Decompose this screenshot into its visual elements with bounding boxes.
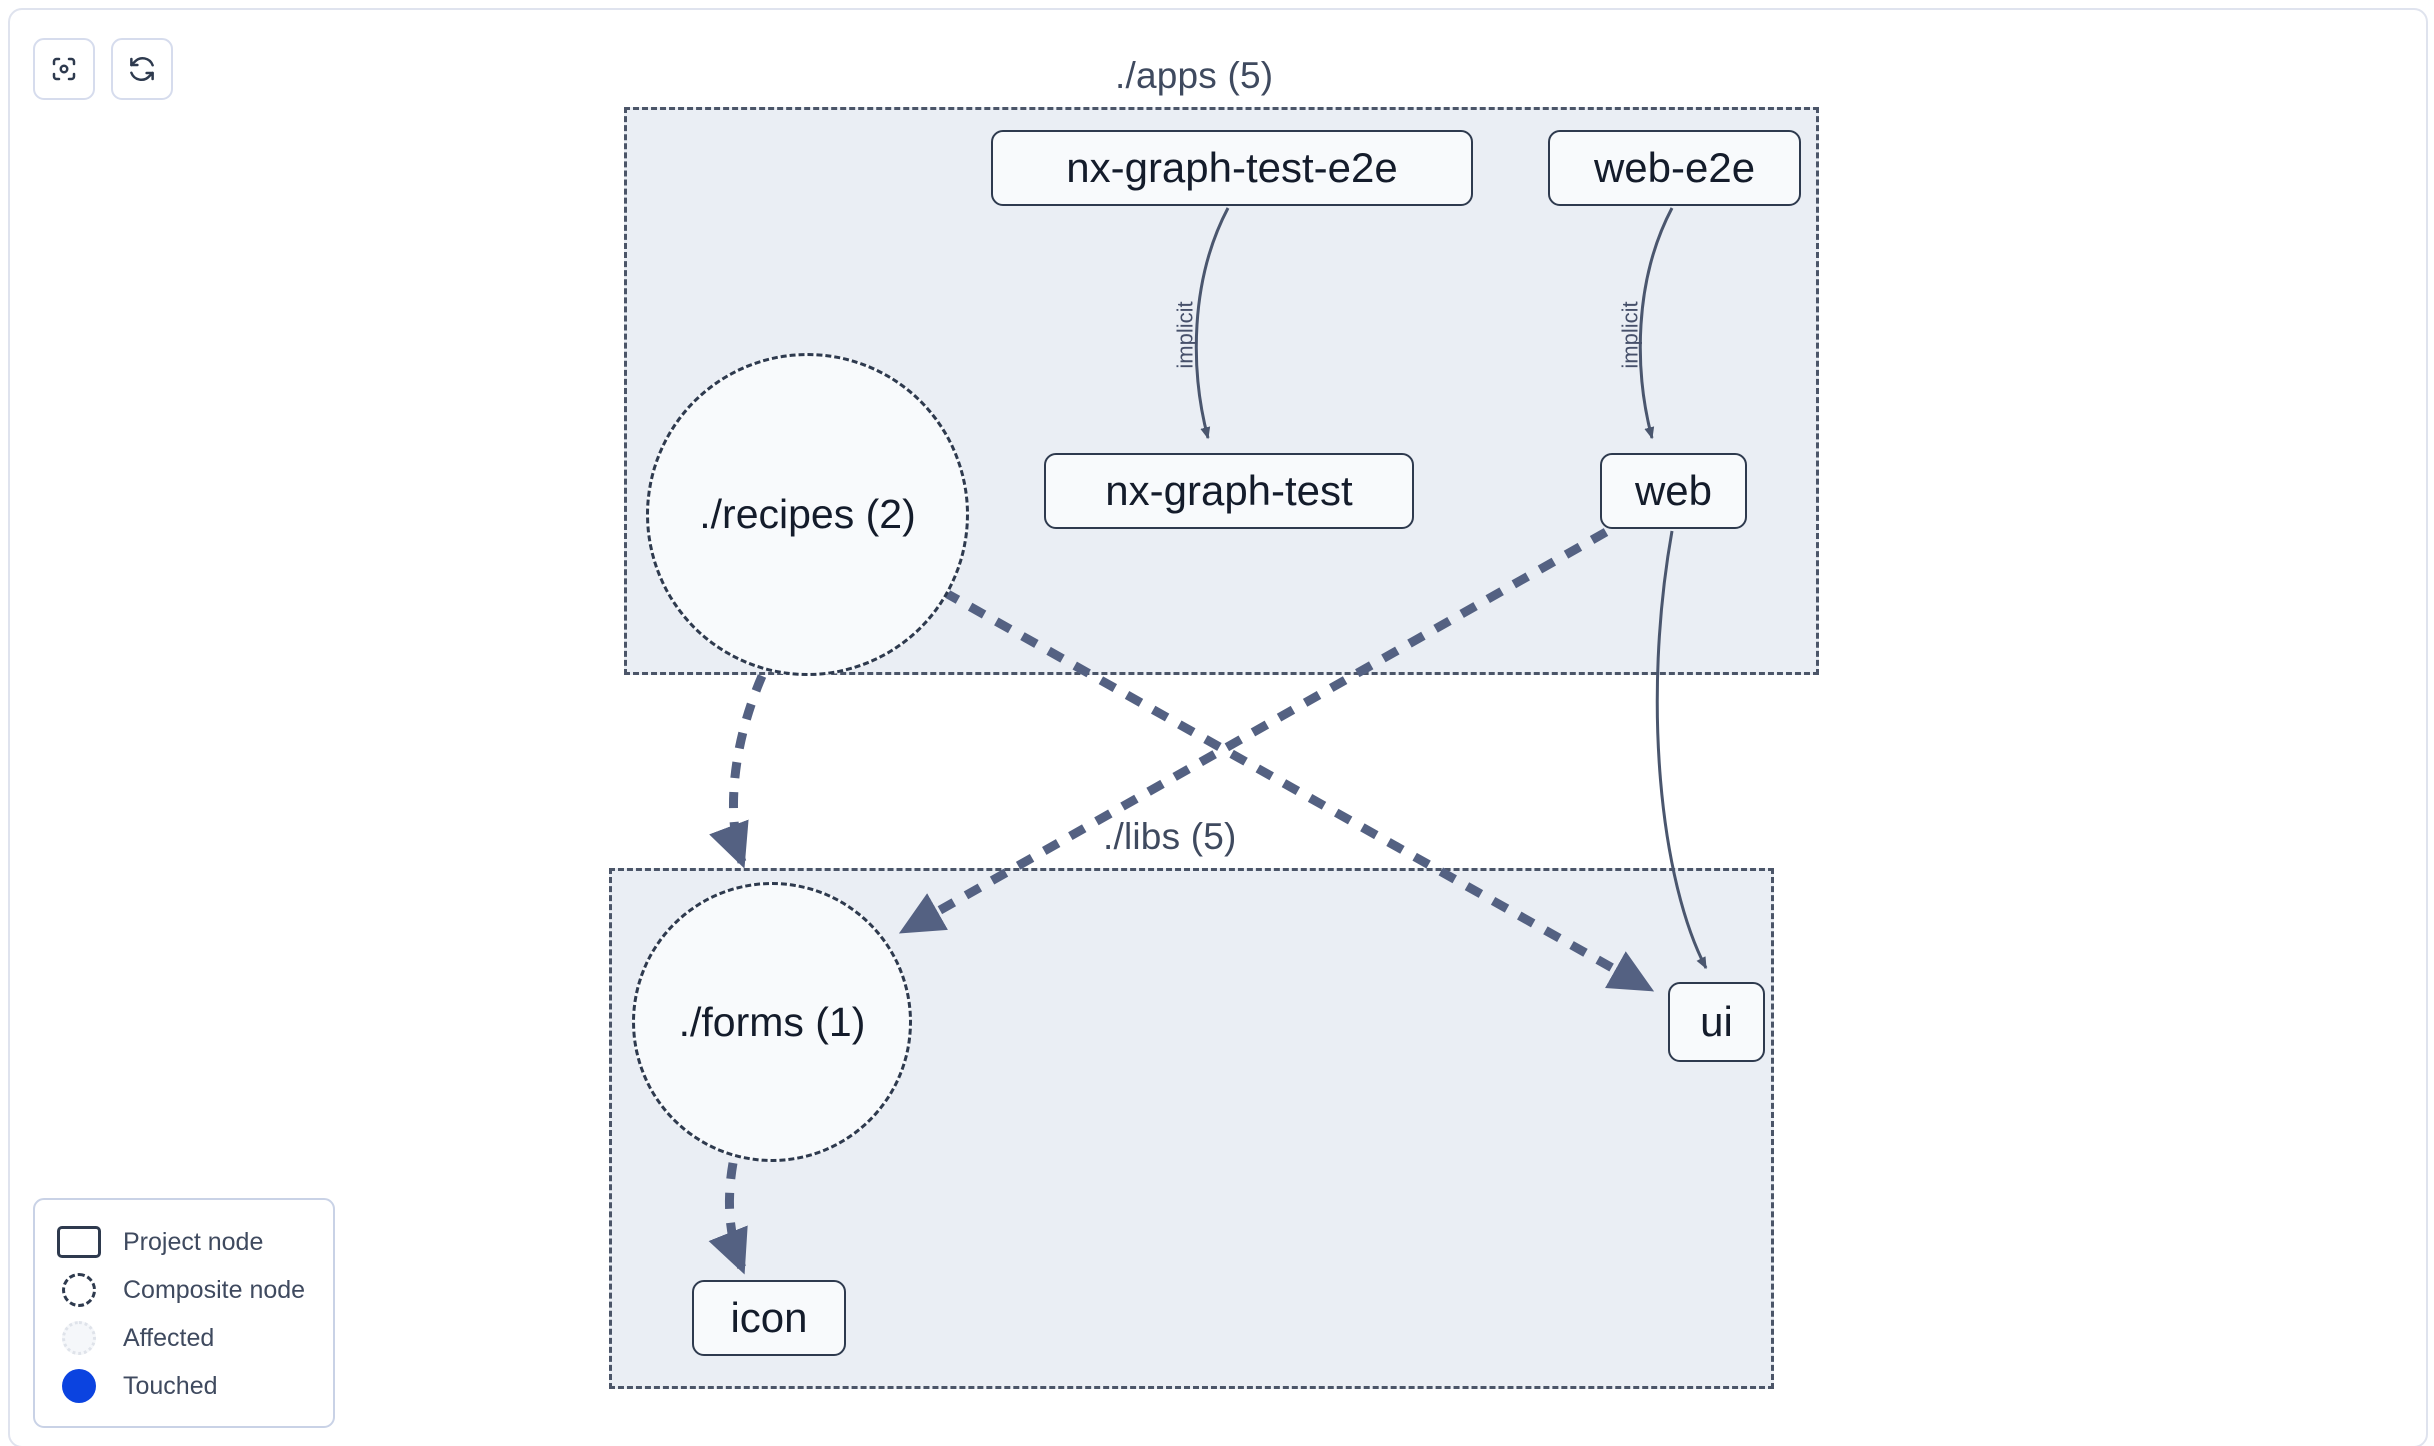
project-node-swatch [57,1225,101,1259]
node-label: nx-graph-test-e2e [1066,144,1398,191]
legend-item-composite-node: Composite node [57,1266,313,1314]
touched-swatch [57,1369,101,1403]
focus-graph-button[interactable] [33,38,95,100]
refresh-icon [127,54,157,84]
node-label: ./forms (1) [678,998,866,1045]
node-web[interactable]: web [1600,453,1747,529]
focus-scan-icon [49,54,79,84]
legend-item-touched: Touched [57,1362,313,1410]
edge-recipes-to-forms [709,674,767,869]
legend-label: Touched [123,1371,218,1400]
node-forms-composite[interactable]: ./forms (1) [632,882,912,1162]
node-nx-graph-test[interactable]: nx-graph-test [1044,453,1414,529]
node-label: web-e2e [1593,144,1756,191]
legend-label: Affected [123,1323,215,1352]
node-recipes-composite[interactable]: ./recipes (2) [646,353,969,676]
legend-label: Composite node [123,1275,306,1304]
group-label-apps: ./apps (5) [1115,55,1274,96]
edge-label-implicit-2: implicit [1617,301,1643,369]
legend-item-affected: Affected [57,1314,313,1362]
legend-item-project-node: Project node [57,1218,313,1266]
legend-label: Project node [123,1227,264,1256]
group-label-libs: ./libs (5) [1103,816,1237,857]
node-label: nx-graph-test [1105,467,1353,514]
node-label: web [1634,467,1713,514]
refresh-graph-button[interactable] [111,38,173,100]
composite-node-swatch [57,1273,101,1307]
node-nx-graph-test-e2e[interactable]: nx-graph-test-e2e [991,130,1473,206]
graph-toolbar [33,38,173,100]
node-web-e2e[interactable]: web-e2e [1548,130,1801,206]
node-label: ./recipes (2) [699,491,916,537]
node-icon[interactable]: icon [692,1280,846,1356]
edge-label-implicit-1: implicit [1172,301,1198,369]
node-ui[interactable]: ui [1668,982,1765,1062]
graph-legend: Project node Composite node Affected Tou… [33,1198,335,1428]
node-label: ui [1700,998,1733,1045]
affected-swatch [57,1321,101,1355]
node-label: icon [730,1294,808,1341]
